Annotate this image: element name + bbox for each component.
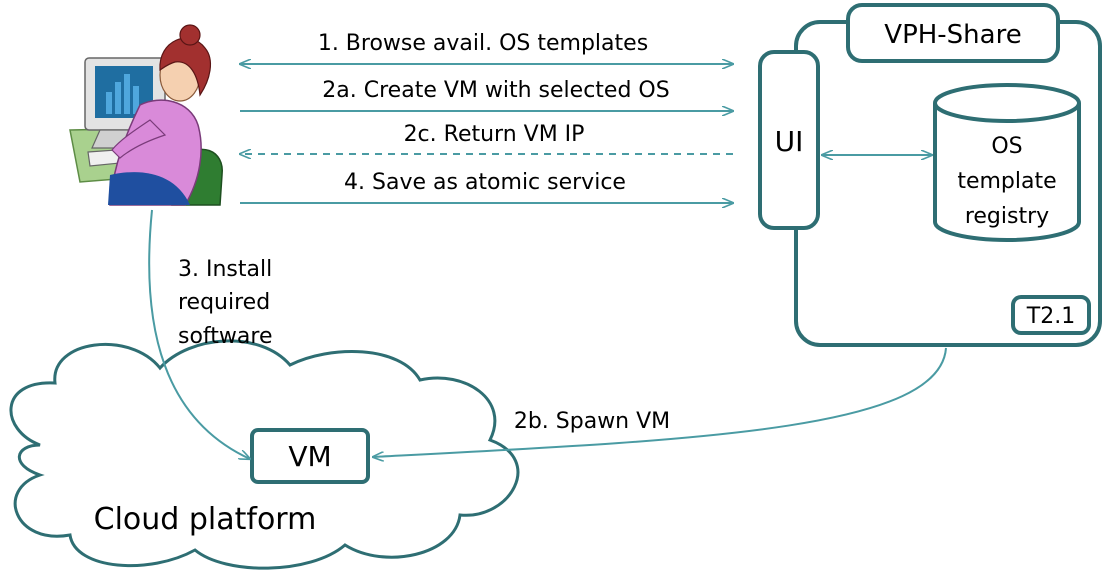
arrow-3-label-line-3: software — [178, 324, 272, 349]
vm-label: VM — [288, 440, 331, 473]
arrow-3-label-line-2: required — [178, 290, 270, 315]
person-at-computer-clipart — [69, 24, 223, 206]
arrow-2c-label: 2c. Return VM IP — [404, 122, 585, 147]
arrow-2b — [373, 347, 947, 457]
arrow-4-label: 4. Save as atomic service — [344, 170, 626, 195]
arrow-3 — [148, 209, 250, 459]
cloud-label: Cloud platform — [94, 502, 317, 537]
database-cylinder-icon — [933, 83, 1081, 242]
vph-share-title-box — [846, 3, 1060, 63]
ui-label: UI — [775, 125, 804, 158]
arrow-2a-label: 2a. Create VM with selected OS — [322, 78, 669, 103]
arrow-2b-label: 2b. Spawn VM — [514, 409, 670, 434]
arrow-3-label-line-1: 3. Install — [178, 257, 272, 282]
registry-label-line-2: template — [957, 169, 1056, 194]
registry-label-line-1: OS — [991, 134, 1022, 159]
vph-share-title: VPH-Share — [884, 20, 1021, 50]
task-tag-label: T2.1 — [1026, 304, 1075, 329]
ui-box — [758, 50, 820, 230]
arrow-1-label: 1. Browse avail. OS templates — [318, 31, 648, 56]
registry-label-line-3: registry — [965, 204, 1049, 229]
task-tag-box — [1011, 295, 1091, 335]
